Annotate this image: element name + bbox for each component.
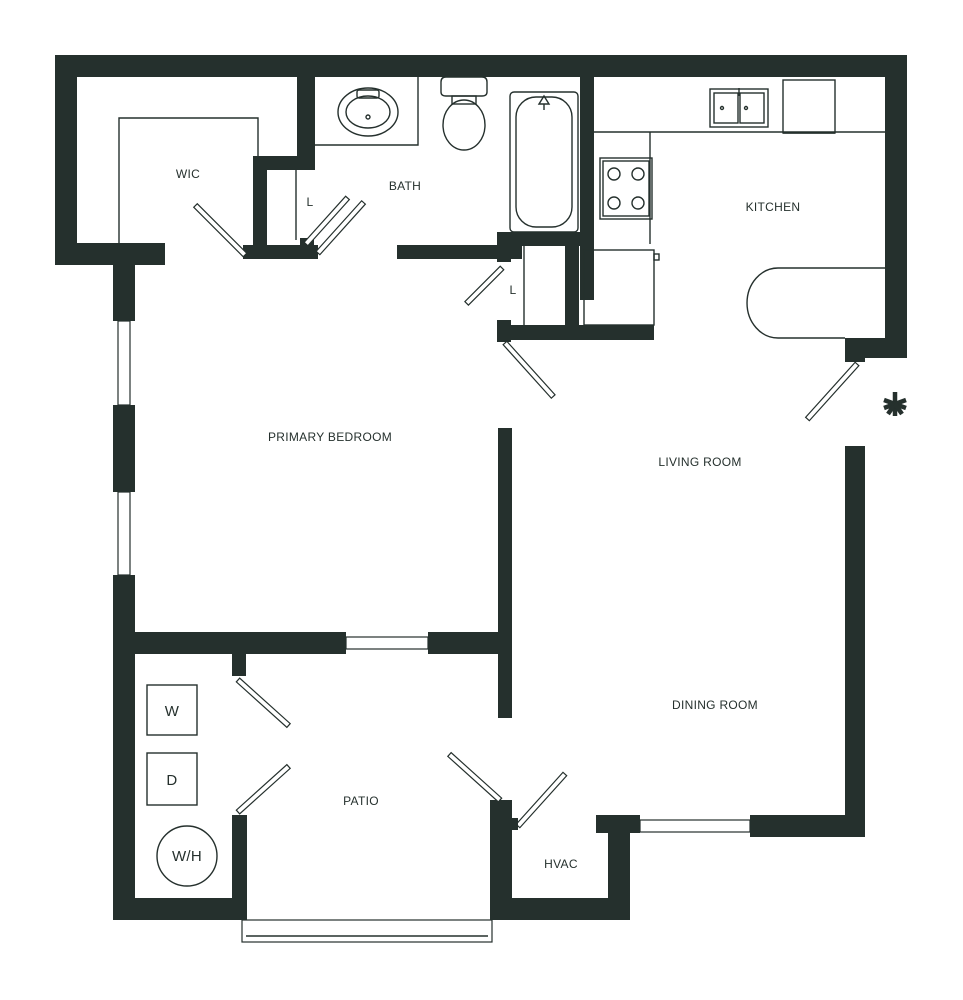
door-hvac — [515, 771, 568, 829]
room-label-primary-bedroom: PRIMARY BEDROOM — [268, 430, 392, 444]
kitchen-island — [746, 267, 885, 339]
linen-closet-label-bath: L — [307, 195, 314, 209]
room-label-bath: BATH — [389, 179, 421, 193]
door-patio — [446, 751, 503, 803]
refrigerator-icon — [782, 79, 836, 134]
bathtub-icon — [509, 91, 579, 233]
water-heater-label: W/H — [172, 848, 202, 865]
door-linen-bath-1 — [303, 195, 351, 247]
water-heater-icon — [156, 825, 218, 887]
linen-closet-label-hall: L — [510, 283, 517, 297]
door-linen-bath-2 — [315, 199, 367, 256]
door-linen-hall — [464, 265, 505, 306]
dryer-label: D — [166, 772, 177, 789]
bath-fixtures — [337, 76, 579, 233]
laundry-fixtures — [146, 684, 218, 887]
interior-walls — [113, 55, 654, 718]
room-label-patio: PATIO — [343, 794, 379, 808]
stove-icon — [599, 157, 653, 220]
door-entry — [804, 361, 860, 422]
room-label-living-room: LIVING ROOM — [658, 455, 741, 469]
room-label-hvac: HVAC — [544, 857, 578, 871]
exterior-walls — [55, 55, 907, 920]
toilet-icon — [440, 76, 488, 151]
door-bedroom — [502, 340, 556, 400]
kitchen-sink-icon — [709, 88, 769, 128]
washer-label: W — [165, 703, 180, 720]
room-label-dining-room: DINING ROOM — [672, 698, 758, 712]
closet-outlines — [118, 77, 525, 325]
door-laundry-lower — [235, 763, 292, 815]
room-label-kitchen: KITCHEN — [746, 200, 801, 214]
windows — [117, 320, 751, 943]
door-wic — [192, 202, 248, 258]
room-labels: WIC BATH KITCHEN PRIMARY BEDROOM LIVING … — [165, 167, 801, 871]
washer-icon — [146, 684, 198, 736]
room-label-wic: WIC — [176, 167, 200, 181]
dishwasher-icon — [583, 249, 660, 326]
kitchen-fixtures — [583, 79, 885, 339]
sink-icon — [337, 87, 399, 137]
dryer-icon — [146, 752, 198, 806]
doors — [192, 195, 860, 830]
door-laundry-upper — [235, 677, 292, 729]
asterisk-icon — [883, 392, 907, 416]
